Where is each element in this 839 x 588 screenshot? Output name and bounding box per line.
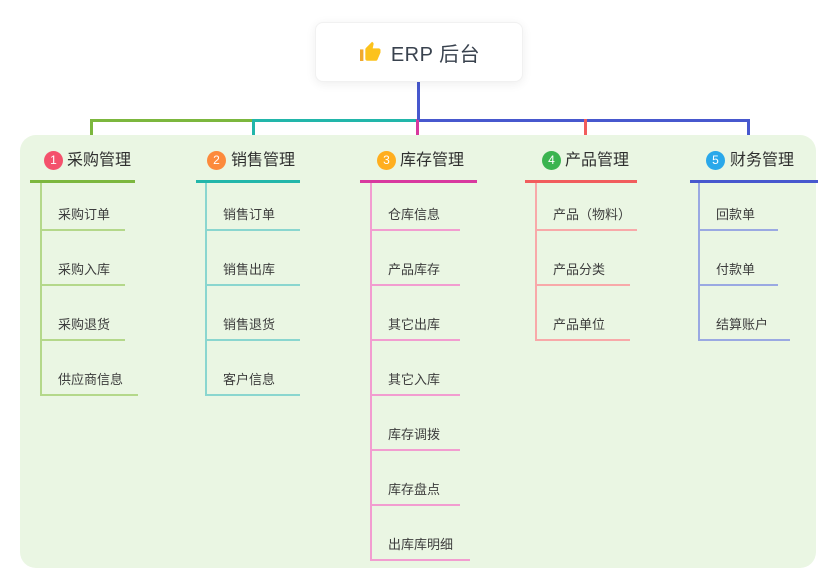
node-supplier-info[interactable]: 供应商信息 (40, 362, 138, 396)
connector-stub-purchase (90, 119, 93, 141)
thumbs-up-icon (358, 40, 382, 64)
node-other-outbound[interactable]: 其它出库 (370, 307, 460, 341)
branch-node-product-management[interactable]: 产品管理 (565, 152, 630, 169)
node-stock-transfer[interactable]: 库存调拨 (370, 417, 460, 451)
branch-1-underline (30, 180, 135, 183)
node-collection-receipt[interactable]: 回款单 (698, 197, 778, 231)
connector-stub-product (584, 119, 587, 141)
node-purchase-inbound[interactable]: 采购入库 (40, 252, 125, 286)
node-purchase-order[interactable]: 采购订单 (40, 197, 125, 231)
branch-2-underline (196, 180, 300, 183)
node-purchase-return[interactable]: 采购退货 (40, 307, 125, 341)
connector-stub-inventory (416, 119, 419, 141)
node-other-inbound[interactable]: 其它入库 (370, 362, 460, 396)
branch-4-badge: 4 (542, 151, 561, 170)
branch-5-badge: 5 (706, 151, 725, 170)
node-sales-return[interactable]: 销售退货 (205, 307, 300, 341)
connector-stub-finance (747, 119, 750, 141)
branch-5-underline (690, 180, 818, 183)
node-sales-order[interactable]: 销售订单 (205, 197, 300, 231)
branch-5-child-line (698, 183, 700, 341)
branch-4-child-line (535, 183, 537, 341)
node-sales-outbound[interactable]: 销售出库 (205, 252, 300, 286)
root-connector-line (417, 82, 420, 120)
node-settlement-account[interactable]: 结算账户 (698, 307, 790, 341)
branch-1-badge: 1 (44, 151, 63, 170)
node-product-material[interactable]: 产品（物料） (535, 197, 637, 231)
connector-branch-sales (252, 119, 420, 122)
node-payment-receipt[interactable]: 付款单 (698, 252, 778, 286)
node-customer-info[interactable]: 客户信息 (205, 362, 300, 396)
branch-node-sales-management[interactable]: 销售管理 (231, 152, 296, 169)
node-product-stock[interactable]: 产品库存 (370, 252, 460, 286)
node-product-category[interactable]: 产品分类 (535, 252, 630, 286)
branch-2-badge: 2 (207, 151, 226, 170)
root-node-label: ERP 后台 (390, 43, 481, 66)
branch-node-purchase-management[interactable]: 采购管理 (67, 152, 132, 169)
branch-3-child-line (370, 183, 372, 561)
branch-1-child-line (40, 183, 42, 396)
branch-3-badge: 3 (377, 151, 396, 170)
branch-4-underline (525, 180, 637, 183)
node-outbound-detail[interactable]: 出库库明细 (370, 527, 470, 561)
branch-3-underline (360, 180, 477, 183)
root-node[interactable]: ERP 后台 (315, 22, 523, 82)
branch-2-child-line (205, 183, 207, 396)
branch-node-finance-management[interactable]: 财务管理 (730, 152, 795, 169)
node-stock-taking[interactable]: 库存盘点 (370, 472, 460, 506)
connector-branch-finance (417, 119, 750, 122)
branch-node-inventory-management[interactable]: 库存管理 (400, 152, 465, 169)
node-warehouse-info[interactable]: 仓库信息 (370, 197, 460, 231)
node-product-unit[interactable]: 产品单位 (535, 307, 630, 341)
branches-panel (20, 135, 816, 568)
connector-stub-sales (252, 119, 255, 141)
